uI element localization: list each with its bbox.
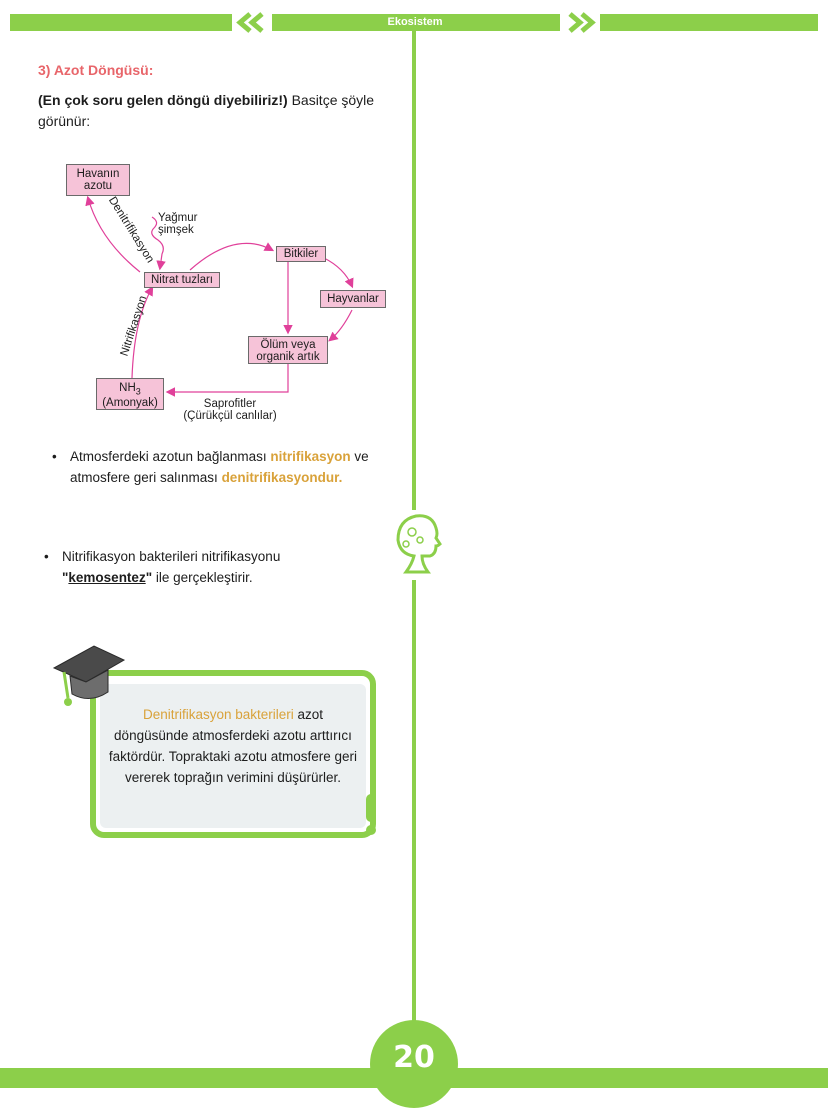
amonyak-text: (Amonyak)	[102, 397, 158, 410]
note-box-body	[100, 684, 366, 828]
b1-highlight-denitrifikasyon: denitrifikasyondur.	[221, 470, 343, 485]
intro-paragraph: (En çok soru gelen döngü diyebiliriz!) B…	[38, 90, 398, 132]
bullet-dot-icon: •	[52, 449, 57, 464]
yagmur-text: Yağmur	[158, 212, 198, 224]
bullet-dot-icon: •	[44, 549, 49, 564]
header-title: Ekosistem	[387, 16, 443, 28]
diagram-arrows	[85, 195, 354, 397]
organik-text: organik artık	[256, 351, 320, 363]
b1-highlight-nitrifikasyon: nitrifikasyon	[270, 449, 351, 464]
nitrogen-cycle-diagram: Havanın azotu Denitrifikasyon Yağmur şim…	[40, 160, 400, 430]
nh3-text: NH	[119, 382, 136, 394]
note-text: Denitrifikasyon bakterileri azot döngüsü…	[104, 704, 362, 788]
label-saprofitler: Saprofitler (Çürükçül canlılar)	[170, 398, 290, 422]
intro-rest: Basitçe şöyle görünür:	[38, 92, 375, 129]
box-nitrat-tuzlari: Nitrat tuzları	[144, 272, 220, 288]
bullet-item-2: • Nitrifikasyon bakterileri nitrifikasyo…	[44, 546, 372, 588]
b2-text-1: Nitrifikasyon bakterileri nitrifikasyonu	[62, 549, 281, 564]
curukcul-text: (Çürükçül canlılar)	[183, 410, 277, 422]
double-chevron-left-icon	[232, 12, 272, 33]
box-nh3-amonyak: NH3 (Amonyak)	[96, 378, 164, 410]
havanin-text: Havanın	[76, 168, 120, 180]
label-yagmur-simsek: Yağmur şimşek	[158, 212, 197, 236]
b2-quote-close: "	[145, 570, 153, 585]
bullet-item-1: • Atmosferdeki azotun bağlanması nitrifi…	[52, 446, 420, 488]
header-bar	[10, 14, 818, 31]
page-number: 20	[393, 1040, 435, 1075]
b2-quote-open: "	[62, 570, 69, 585]
note-body-text: azot döngüsünde atmosferdeki azotu arttı…	[108, 707, 358, 785]
simsek-text: şimşek	[158, 224, 194, 236]
b1-text-2: ve atmosfere geri salınması	[70, 449, 369, 485]
graduation-cap-icon	[52, 645, 126, 706]
section-title: 3) Azot Döngüsü:	[38, 62, 154, 78]
box-olum-veya-organik-artik: Ölüm veya organik artık	[248, 336, 328, 364]
b2-text-2: ile gerçekleştirir.	[152, 570, 253, 585]
b1-text-1: Atmosferdeki azotun bağlanması	[70, 449, 271, 464]
nh3-formula: NH3	[97, 382, 163, 397]
head-brain-icon	[396, 514, 442, 574]
azotu-text: azotu	[83, 180, 113, 192]
intro-bold: (En çok soru gelen döngü diyebiliriz!)	[38, 92, 288, 108]
note-highlight: Denitrifikasyon bakterileri	[142, 707, 294, 722]
box-hayvanlar: Hayvanlar	[320, 290, 386, 308]
saprofitler-text: Saprofitler	[203, 398, 257, 410]
double-chevron-right-icon	[560, 12, 600, 33]
box-bitkiler: Bitkiler	[276, 246, 326, 262]
olum-text: Ölüm veya	[260, 339, 316, 351]
b2-kemosentez: kemosentez	[68, 570, 146, 585]
exclamation-icon	[366, 794, 376, 835]
nh3-subscript: 3	[135, 386, 141, 397]
box-havanin-azotu: Havanın azotu	[66, 164, 130, 196]
